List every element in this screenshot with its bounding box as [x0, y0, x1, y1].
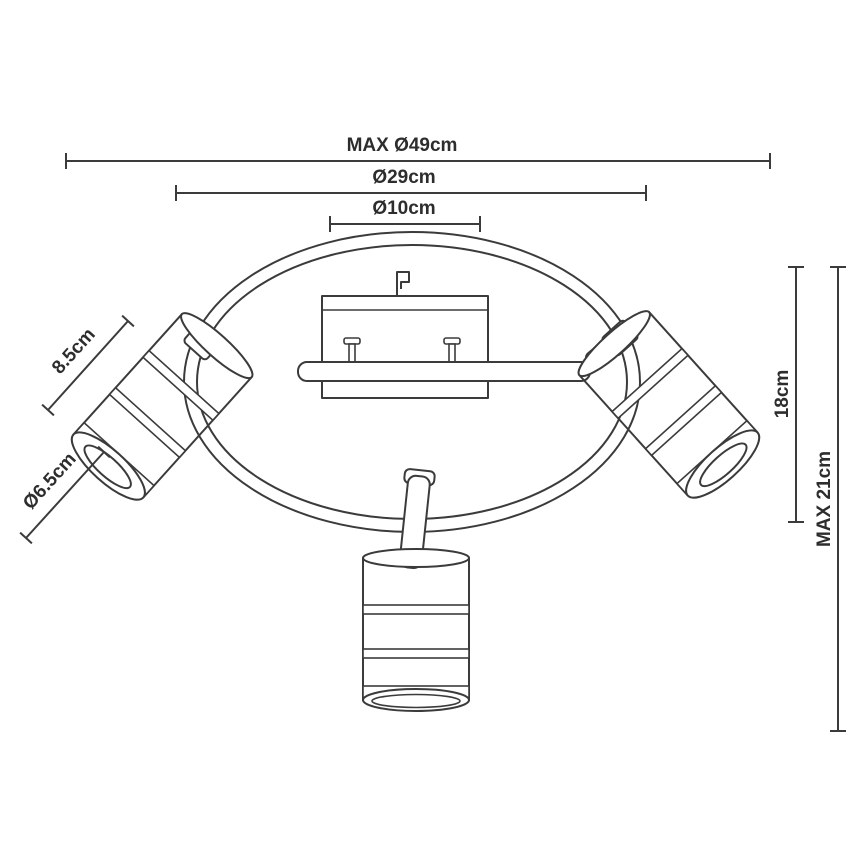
dim-body-height-label: 18cm	[772, 370, 793, 419]
dim-overall-diameter-label: MAX Ø49cm	[347, 135, 458, 156]
spotlight-bottom	[362, 548, 470, 712]
dim-canopy-diameter: Ø10cm	[329, 198, 481, 232]
spotlight-left	[70, 312, 254, 501]
dim-shade-length-label: 8.5cm	[48, 324, 100, 378]
bottom-stem	[398, 468, 436, 569]
dim-shade-diameter: Ø6.5cm	[19, 445, 111, 545]
spotlight-right	[577, 310, 761, 499]
mount-hook	[396, 271, 410, 296]
screw-left	[343, 337, 361, 364]
dim-max-height-label: MAX 21cm	[814, 451, 835, 547]
dim-shade-diameter-label: Ø6.5cm	[19, 449, 81, 514]
dim-canopy-diameter-label: Ø10cm	[372, 198, 435, 219]
dim-body-height: 18cm	[772, 266, 804, 523]
canopy	[321, 295, 489, 399]
dim-ring-diameter: Ø29cm	[175, 167, 647, 201]
dim-max-height: MAX 21cm	[814, 266, 846, 732]
dim-overall-diameter: MAX Ø49cm	[65, 135, 771, 169]
dim-ring-diameter-label: Ø29cm	[372, 167, 435, 188]
